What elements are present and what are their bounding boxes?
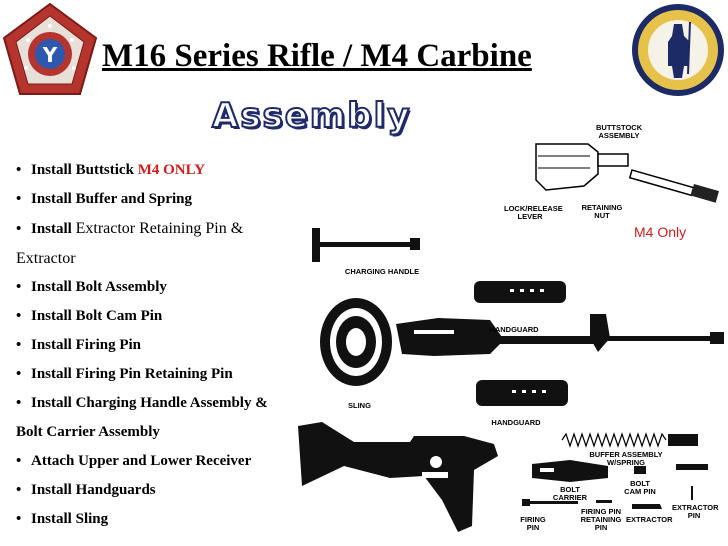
label-sling: SLING [348,401,371,410]
steps-list: •Install Buttstick M4 ONLY •Install Buff… [16,156,296,534]
division-patch-logo: Y [2,2,98,95]
step-item: •Install Firing Pin Retaining Pin [16,366,233,382]
buffer-spring-diagram [561,432,698,448]
label-handguard-bottom: HANDGUARD [491,418,541,427]
step-item: •Install Bolt Cam Pin [16,308,163,324]
step-item: •Install Buttstick M4 ONLY [16,162,206,178]
extractor-icon [632,504,662,509]
bolt-carrier-diagram [532,460,608,482]
slide-subtitle: Assembly [211,95,412,137]
label-buttstock: BUTTSTOCK ASSEMBLY [596,123,643,140]
slide-title: M16 Series Rifle / M4 Carbine [102,38,532,74]
extractor-spring-icon [676,464,708,470]
step-item: •Attach Upper and Lower Receiver [16,453,252,469]
label-buffer: BUFFER ASSEMBLY W/SPRING [589,450,663,467]
step-item: •Install Extractor Retaining Pin & [16,220,244,237]
step-item: •Install Sling [16,511,109,527]
label-bolt-cam-pin: BOLT CAM PIN [624,479,656,496]
buttstock-diagram [535,143,719,203]
charging-handle-diagram [312,228,420,262]
firing-pin-retaining-pin-icon [596,500,612,503]
label-bolt-carrier: BOLT CARRIER [552,485,588,502]
label-extractor: EXTRACTOR [626,515,673,524]
label-retaining-nut: RETAINING NUT [581,203,623,220]
step-item: •Install Buffer and Spring [16,191,193,207]
m4-only-note: M4 ONLY [137,162,206,178]
firing-pin-icon [522,499,578,506]
extractor-pin-icon [691,486,693,500]
handguard-top-diagram [474,281,566,303]
handguard-bottom-diagram [476,380,568,406]
step-item: •Install Charging Handle Assembly & [16,395,268,411]
lower-receiver-diagram [298,422,498,532]
label-lock-release: LOCK/RELEASE LEVER [504,204,563,221]
step-item: •Install Firing Pin [16,337,142,353]
upper-receiver-diagram [396,314,724,356]
label-handguard-top: HANDGUARD [489,325,539,334]
step-item: •Install Bolt Assembly [16,279,167,295]
sling-diagram [320,298,392,386]
label-firing-pin: FIRING PIN [520,515,546,532]
svg-text:Y: Y [42,43,58,67]
m4-only-label: M4 Only [634,224,687,240]
step-item-continued: Extractor [16,250,76,267]
label-charging-handle: CHARGING HANDLE [344,267,420,276]
label-extractor-pin: EXTRACTOR PIN [672,503,719,520]
step-item: •Install Handguards [16,482,156,498]
bolt-cam-pin-icon [634,466,646,474]
label-firing-pin-retaining: FIRING PIN RETAINING PIN [580,507,622,532]
step-item-continued: Bolt Carrier Assembly [16,424,160,440]
army-national-guard-seal [632,4,724,96]
